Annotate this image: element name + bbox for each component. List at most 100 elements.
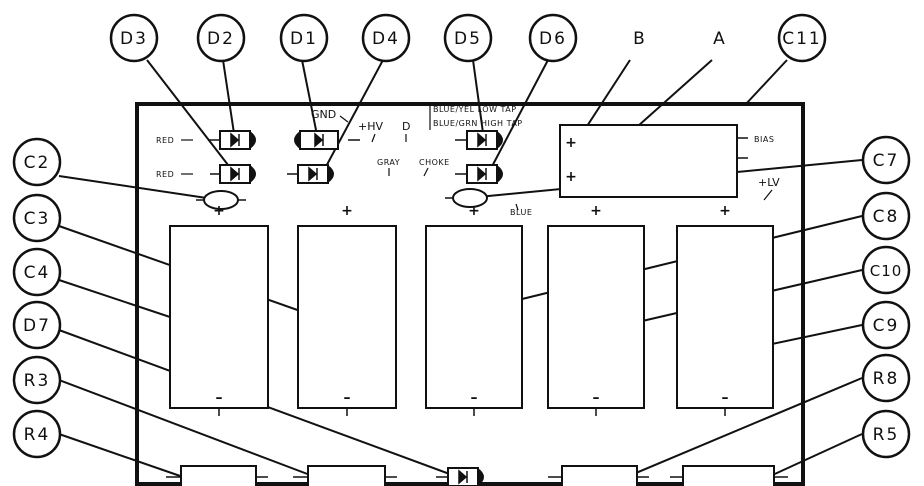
wire-label-gray: GRAY [377, 158, 400, 167]
callout-c9-label: C9 [873, 316, 900, 336]
wire-label-choke: CHOKE [419, 158, 450, 167]
callout-d3-label: D3 [120, 29, 148, 49]
resistor-r8 [561, 465, 638, 486]
leader-d6 [487, 59, 549, 175]
plus-sign: + [468, 203, 480, 219]
callout-c3-label: C3 [24, 209, 51, 229]
plus-sign: + [565, 135, 577, 151]
callout-c10-label: C10 [870, 262, 903, 280]
plus-sign: + [213, 203, 225, 219]
diode-d2 [208, 130, 256, 150]
wire-label-blue-yel: BLUE/YEL LOW TAP [433, 105, 517, 114]
callout-c8-label: C8 [873, 207, 900, 227]
callouts-left: C2 C3 C4 D7 R3 R4 [12, 137, 62, 459]
minus-sign: – [593, 390, 600, 406]
callout-b: B [633, 29, 647, 49]
callout-c2: C2 [12, 137, 62, 187]
resistor-r4 [180, 465, 257, 486]
capacitor-c10 [547, 225, 645, 409]
wire-label-red-2: RED [156, 170, 174, 179]
diode-d4 [287, 164, 334, 184]
callout-d5: D5 [443, 13, 493, 63]
callout-d5-label: D5 [454, 29, 482, 49]
wire-label-blue: BLUE [510, 208, 532, 217]
callout-b-label: B [633, 29, 647, 49]
callout-a-label: A [713, 29, 727, 49]
callout-d3: D3 [109, 13, 159, 63]
capacitor-c4 [169, 225, 269, 409]
diode-d5 [455, 130, 503, 150]
plus-sign: + [719, 203, 731, 219]
diode-d6 [455, 164, 503, 184]
minus-sign: – [471, 390, 478, 406]
wire-label-red-1: RED [156, 136, 174, 145]
wire-label-blue-grn: BLUE/GRN HIGH TAP [433, 119, 523, 128]
callout-r4: R4 [12, 409, 62, 459]
resistor-r5 [682, 465, 775, 486]
capacitor-c9 [676, 225, 774, 409]
callout-c4: C4 [12, 247, 62, 297]
plus-sign: + [590, 203, 602, 219]
diode-d1 [294, 130, 360, 150]
plus-sign: + [341, 203, 353, 219]
callout-d6-label: D6 [539, 29, 567, 49]
callout-r8-label: R8 [873, 369, 900, 389]
callouts-right: C7 C8 C10 C9 R8 R5 [861, 135, 911, 459]
plus-sign: + [565, 169, 577, 185]
callout-d1: D1 [279, 13, 329, 63]
callout-d2-label: D2 [207, 29, 235, 49]
leader-d3 [146, 59, 236, 175]
leader-d5 [472, 59, 485, 141]
callout-r8: R8 [861, 353, 911, 403]
callout-d7: D7 [12, 300, 62, 350]
callout-c4-label: C4 [24, 263, 51, 283]
minus-sign: – [216, 390, 223, 406]
callout-c7: C7 [861, 135, 911, 185]
capacitor-c3 [297, 225, 397, 409]
callout-c8: C8 [861, 191, 911, 241]
capacitor-c11 [559, 124, 738, 198]
leader-d1 [301, 59, 319, 141]
callout-d6: D6 [528, 13, 578, 63]
callout-c7-label: C7 [873, 151, 900, 171]
leader-r4 [58, 433, 187, 479]
leader-c11 [744, 59, 788, 106]
callout-d2: D2 [196, 13, 246, 63]
callout-r5-label: R5 [873, 425, 900, 445]
callout-r3-label: R3 [24, 371, 51, 391]
minus-sign: – [722, 390, 729, 406]
callout-d1-label: D1 [290, 29, 318, 49]
callout-a: A [713, 29, 727, 49]
callouts-top: D3 D2 D1 D4 D5 D6 B A C11 [109, 13, 827, 63]
diode-d3 [210, 164, 256, 184]
callout-r4-label: R4 [24, 425, 51, 445]
minus-sign: – [344, 390, 351, 406]
wire-label-d: D [402, 120, 410, 133]
leader-c2 [58, 175, 221, 201]
diode-d7 [436, 467, 484, 486]
leader-r3 [58, 379, 319, 479]
wire-label-bias: BIAS [754, 135, 774, 144]
leader-r8 [623, 377, 863, 479]
wire-label-gnd: GND [311, 108, 336, 121]
callout-r5: R5 [861, 409, 911, 459]
callout-d4-label: D4 [372, 29, 400, 49]
leader-d2 [222, 59, 236, 141]
callout-d4: D4 [361, 13, 411, 63]
capacitor-c8 [425, 225, 523, 409]
callout-c11-label: C11 [782, 29, 822, 49]
callout-r3: R3 [12, 355, 62, 405]
wire-label-lv: +LV [758, 176, 780, 189]
callout-d7-label: D7 [23, 316, 51, 336]
callout-c2-label: C2 [24, 153, 51, 173]
resistor-r3 [307, 465, 386, 486]
leader-c8 [476, 215, 863, 311]
wire-label-hv: +HV [358, 120, 383, 133]
callout-c9: C9 [861, 300, 911, 350]
leader-r5 [765, 433, 863, 479]
callout-c10: C10 [861, 245, 911, 295]
callout-c3: C3 [12, 193, 62, 243]
large-capacitors [169, 225, 774, 409]
